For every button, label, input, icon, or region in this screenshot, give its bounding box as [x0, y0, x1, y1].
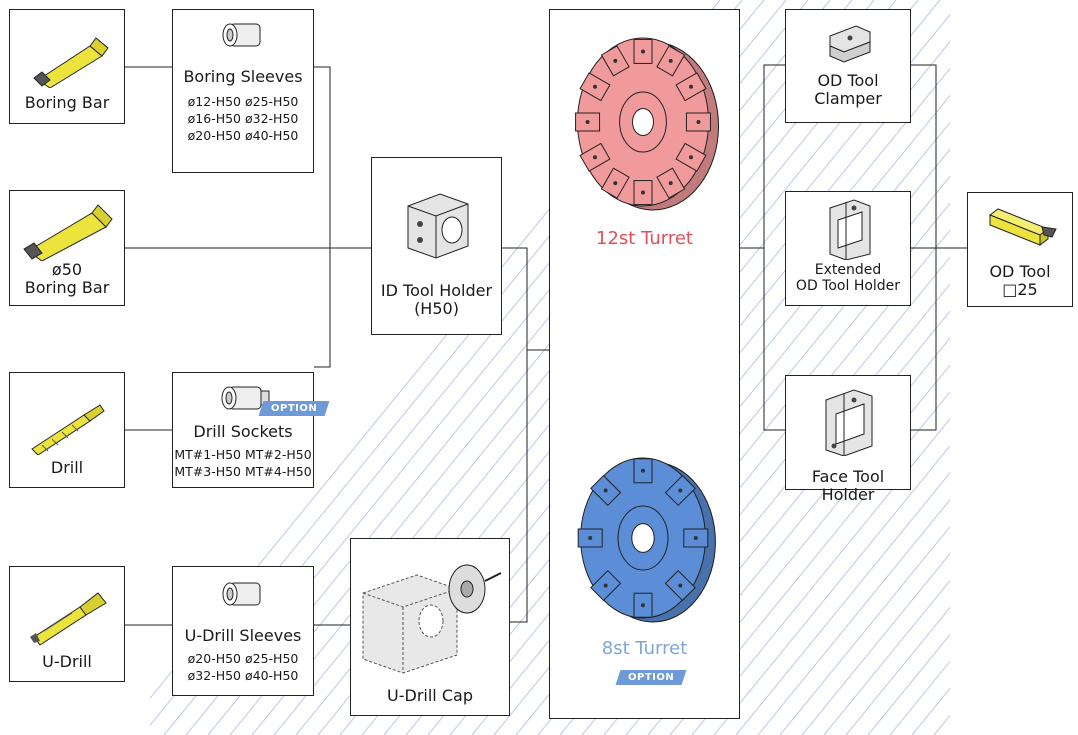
od-tool-label: OD Tool □25 — [989, 262, 1051, 300]
u-drill-sleeve-icon — [222, 582, 261, 606]
drill-icon — [31, 404, 105, 455]
od-tool-icon — [988, 208, 1057, 246]
u-drill-icon — [30, 592, 107, 646]
boring-sleeves-specs: ø12-H50 ø25-H50 ø16-H50 ø32-H50 ø20-H50 … — [187, 94, 299, 143]
od-tool-clamper-label: OD Tool Clamper — [814, 71, 882, 109]
drill-sockets-title: Drill Sockets — [193, 422, 293, 441]
u-drill-sleeves-specs: ø20-H50 ø25-H50 ø32-H50 ø40-H50 — [187, 651, 299, 683]
turret-8-icon[interactable] — [565, 450, 725, 630]
turret-8-option-badge: OPTION — [615, 670, 687, 685]
u-drill-card[interactable]: U-Drill — [9, 566, 125, 682]
face-tool-holder-label: Face Tool Holder — [811, 467, 885, 505]
id-tool-holder-label: ID Tool Holder (H50) — [380, 281, 493, 319]
boring-sleeves-title: Boring Sleeves — [183, 67, 303, 86]
id-tool-holder-icon — [407, 193, 469, 259]
boring-sleeves-card[interactable]: Boring Sleeves ø12-H50 ø25-H50 ø16-H50 ø… — [172, 9, 314, 173]
u-drill-cap-card[interactable]: U-Drill Cap — [350, 538, 510, 716]
u-drill-cap-label: U-Drill Cap — [387, 686, 473, 705]
drill-sockets-card[interactable]: OPTION Drill Sockets MT#1-H50 MT#2-H50 M… — [172, 372, 330, 488]
extended-od-holder-icon — [829, 199, 871, 260]
face-tool-holder-card[interactable]: Face Tool Holder — [785, 375, 911, 504]
od-tool-clamper-icon — [829, 25, 871, 63]
extended-od-holder-card[interactable]: Extended OD Tool Holder — [785, 191, 911, 306]
turret-8-label: 8st Turret — [601, 638, 688, 659]
face-tool-holder-icon — [825, 389, 873, 456]
od-tool-card[interactable]: OD Tool □25 — [967, 192, 1073, 307]
u-drill-cap-icon — [362, 564, 502, 674]
drill-sockets-specs: MT#1-H50 MT#2-H50 MT#3-H50 MT#4-H50 — [174, 447, 312, 479]
id-tool-holder-card[interactable]: ID Tool Holder (H50) — [371, 157, 502, 335]
boring-sleeve-icon — [222, 23, 261, 47]
boring-bar-50-label: ø50 Boring Bar — [24, 260, 110, 298]
drill-label: Drill — [50, 458, 84, 477]
drill-card[interactable]: Drill — [9, 372, 125, 488]
boring-bar-label: Boring Bar — [24, 93, 110, 112]
u-drill-sleeves-card[interactable]: U-Drill Sleeves ø20-H50 ø25-H50 ø32-H50 … — [172, 566, 314, 696]
boring-bar-50-icon — [23, 204, 113, 261]
od-tool-clamper-card[interactable]: OD Tool Clamper — [785, 9, 911, 123]
boring-bar-50-card[interactable]: ø50 Boring Bar — [9, 190, 125, 306]
turret-panel: 12st Turret 8st Turret OPTION — [549, 9, 740, 719]
u-drill-sleeves-title: U-Drill Sleeves — [184, 626, 302, 645]
drill-sockets-option-badge: OPTION — [258, 401, 330, 416]
extended-od-holder-label: Extended OD Tool Holder — [795, 262, 901, 295]
turret-12-label: 12st Turret — [596, 228, 693, 249]
boring-bar-icon — [33, 37, 109, 88]
u-drill-label: U-Drill — [42, 652, 92, 671]
drill-socket-icon — [221, 386, 270, 410]
turret-12-icon[interactable] — [565, 30, 725, 220]
boring-bar-card[interactable]: Boring Bar — [9, 9, 125, 124]
